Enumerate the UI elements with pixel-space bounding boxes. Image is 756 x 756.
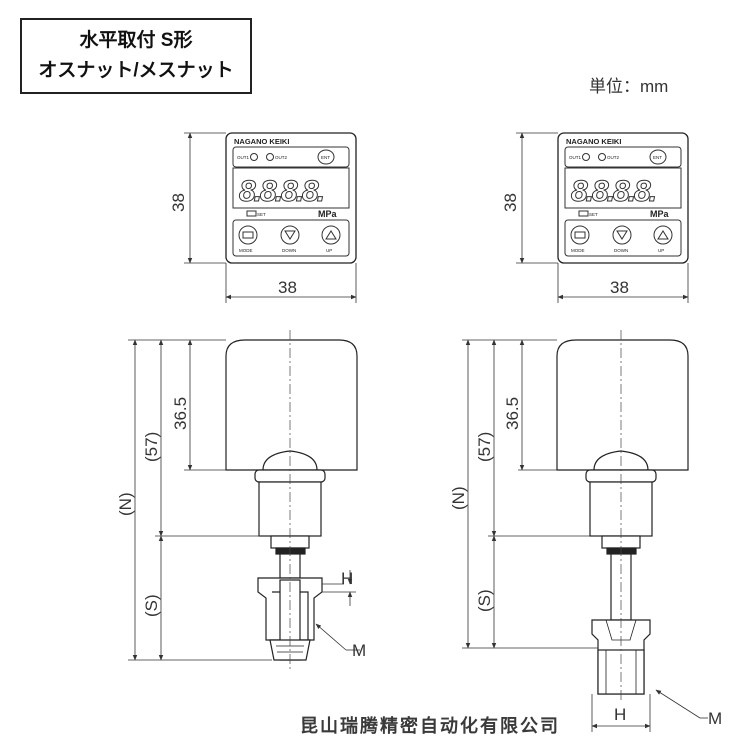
dim-57-right: (57)	[475, 432, 494, 462]
side-view-right-female-nut	[556, 339, 689, 695]
watermark: 昆山瑞腾精密自动化有限公司	[300, 716, 560, 737]
out2-led-icon	[598, 153, 606, 161]
dims-side-right	[462, 339, 708, 732]
set-label: SET	[257, 212, 266, 217]
mode-label: MODE	[239, 248, 253, 253]
out2-label: OUT2	[607, 155, 619, 160]
mode-button	[570, 225, 590, 245]
mode-icon	[242, 231, 254, 239]
dims-front-left	[184, 132, 357, 303]
unit-mpa-label: MPa	[318, 209, 338, 219]
dim-36-5-right: 36.5	[503, 397, 522, 430]
set-indicator	[246, 210, 257, 217]
down-button	[612, 225, 632, 245]
brand-label: NAGANO KEIKI	[566, 137, 621, 146]
dim-height-38-left: 38	[169, 193, 188, 212]
ent-button	[317, 149, 335, 165]
ent-label: ENT	[653, 155, 662, 160]
up-button	[321, 225, 341, 245]
title-box: 水平取付 S形 オスナット/メスナット	[20, 18, 252, 94]
out1-led-icon	[582, 153, 590, 161]
side-view-left-male-nut	[225, 339, 358, 661]
front-view-right: NAGANO KEIKI OUT1 OUT2 ENT 8.8.8.8. SET …	[557, 132, 689, 264]
ent-label: ENT	[321, 155, 330, 160]
up-arrow-icon	[657, 230, 669, 240]
dim-m-right: M	[708, 709, 722, 728]
display-window	[564, 167, 682, 209]
mode-button	[238, 225, 258, 245]
dim-n-left: (N)	[116, 492, 135, 516]
dims-front-right	[516, 132, 689, 303]
down-label: DOWN	[614, 248, 628, 253]
dim-36-5-left: 36.5	[171, 397, 190, 430]
up-label: UP	[658, 248, 664, 253]
set-indicator	[578, 210, 589, 217]
down-arrow-icon	[284, 230, 296, 240]
front-view-left: NAGANO KEIKI OUT1 OUT2 ENT 8.8.8.8. SET …	[225, 132, 357, 264]
down-button	[280, 225, 300, 245]
title-line-2: オスナット/メスナット	[38, 60, 234, 81]
out1-label: OUT1	[237, 155, 249, 160]
out2-label: OUT2	[275, 155, 287, 160]
dim-width-38-right: 38	[610, 278, 629, 297]
dim-n-right: (N)	[449, 486, 468, 510]
dim-57-left: (57)	[142, 432, 161, 462]
title-line-1: 水平取付 S形	[79, 30, 193, 51]
dim-h-left: H	[341, 569, 353, 588]
ent-button	[649, 149, 667, 165]
up-button	[653, 225, 673, 245]
mode-label: MODE	[571, 248, 585, 253]
out1-label: OUT1	[569, 155, 581, 160]
display-window	[232, 167, 350, 209]
button-panel	[564, 219, 682, 257]
dim-m-left: M	[352, 641, 366, 660]
dim-width-38-left: 38	[278, 278, 297, 297]
button-panel	[232, 219, 350, 257]
set-label: SET	[589, 212, 598, 217]
unit-label: 単位：mm	[589, 77, 669, 96]
down-arrow-icon	[616, 230, 628, 240]
dim-height-38-right: 38	[501, 193, 520, 212]
down-label: DOWN	[282, 248, 296, 253]
up-arrow-icon	[325, 230, 337, 240]
brand-label: NAGANO KEIKI	[234, 137, 289, 146]
mode-icon	[574, 231, 586, 239]
up-label: UP	[326, 248, 332, 253]
unit-mpa-label: MPa	[650, 209, 670, 219]
dim-h-right: H	[614, 705, 626, 724]
out2-led-icon	[266, 153, 274, 161]
dims-side-left	[128, 339, 360, 661]
display-digits: 8.8.8.8.	[571, 175, 655, 208]
dim-s-right: (S)	[475, 589, 494, 612]
dim-s-left: (S)	[142, 594, 161, 617]
out1-led-icon	[250, 153, 258, 161]
display-digits: 8.8.8.8.	[239, 175, 323, 208]
